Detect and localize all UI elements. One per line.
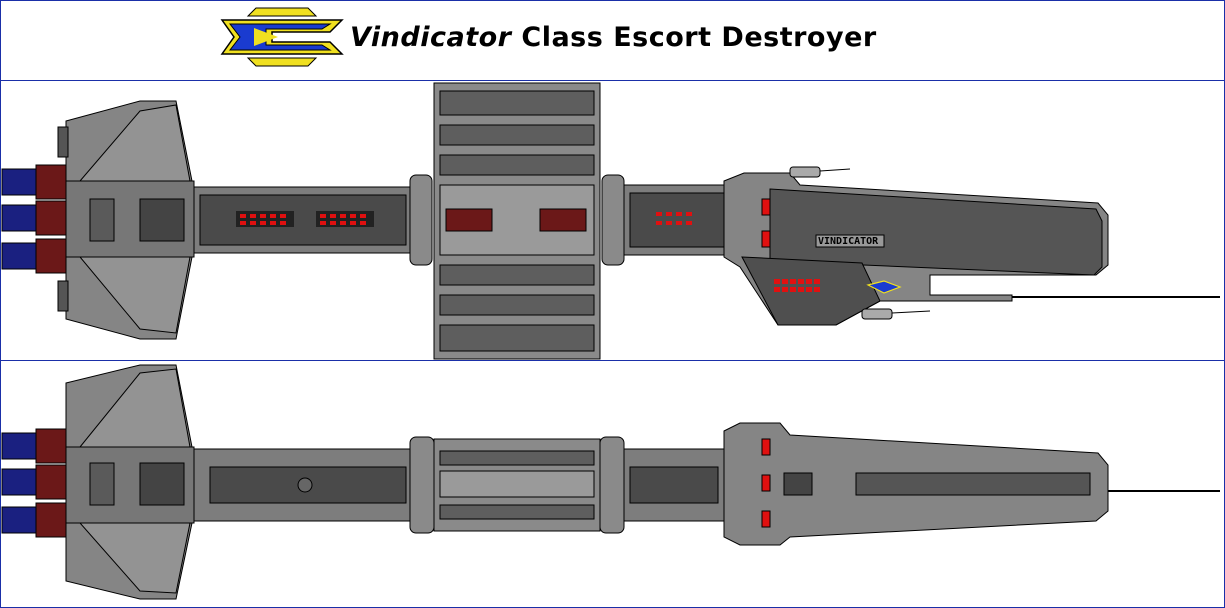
- class-suffix: Class Escort Destroyer: [521, 21, 877, 53]
- top-view-panel: VINDICATOR: [0, 81, 1225, 360]
- bow-section-side: [723, 422, 1220, 546]
- ship-side-view: [1, 364, 1220, 600]
- ship-top-view: VINDICATOR: [1, 82, 1220, 360]
- engine-cluster: [1, 164, 67, 274]
- rear-wing-section: [57, 100, 195, 340]
- engine-cluster-side: [1, 428, 67, 538]
- hull-marking: VINDICATOR: [818, 236, 879, 247]
- class-name: Vindicator: [350, 21, 512, 53]
- forward-connector: [601, 174, 735, 266]
- cargo-module-side: [433, 438, 601, 532]
- emblem-icon: [220, 7, 344, 67]
- central-spine: [193, 174, 433, 266]
- cargo-module: [433, 82, 601, 360]
- divider-top: [0, 80, 1225, 81]
- rear-wing-section-side: [65, 364, 195, 600]
- forward-connector-side: [599, 436, 725, 534]
- central-spine-side: [193, 436, 435, 534]
- title-banner: Vindicator Class Escort Destroyer: [220, 6, 877, 68]
- page-title: Vindicator Class Escort Destroyer: [350, 22, 877, 53]
- divider-middle: [0, 360, 1225, 361]
- side-view-panel: [0, 361, 1225, 607]
- bow-section: VINDICATOR: [723, 166, 1220, 326]
